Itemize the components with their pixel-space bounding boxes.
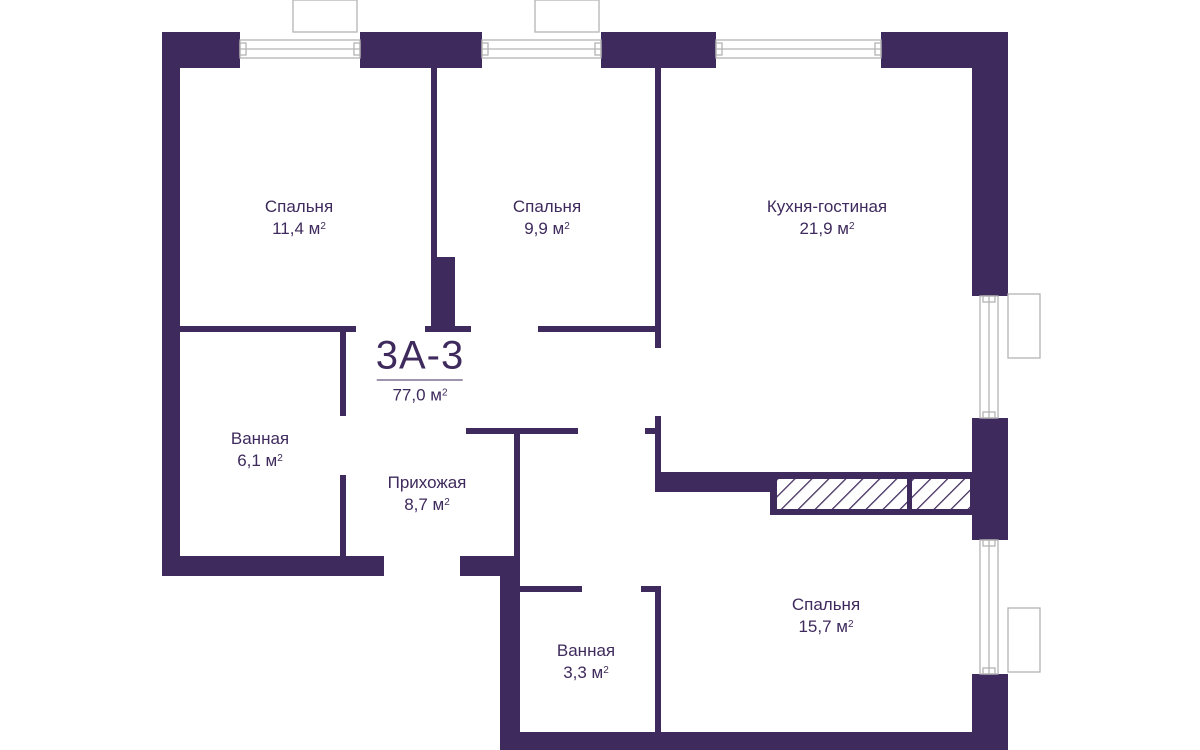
ventilation-shafts: [777, 479, 970, 509]
exterior-walls: [162, 32, 1008, 750]
room-name: Кухня-гостиная: [766, 197, 888, 216]
room-area: 11,4 м2: [272, 219, 326, 238]
wall-bed2-pillar: [437, 257, 455, 331]
wall-bottom-left: [162, 556, 384, 576]
room-area: 21,9 м2: [799, 219, 855, 238]
wall-bed2-stub: [425, 326, 471, 332]
room-area: 3,3 м2: [563, 663, 609, 682]
wall-bath2-right: [655, 586, 661, 732]
wall-bed2-kitchen: [655, 68, 661, 348]
room-label-bedroom-1: Спальня 11,4 м2: [265, 196, 333, 240]
wall-kitchen-lower: [655, 436, 661, 492]
wall-bath2-corner: [641, 586, 661, 592]
wall-top-mid-2: [601, 32, 716, 68]
wall-top-mid-1: [360, 32, 482, 68]
window-top-3: [715, 39, 882, 59]
room-name: Ванная: [556, 641, 616, 660]
shaft-right: [912, 479, 970, 509]
wall-bed2-bottom: [538, 326, 658, 332]
window-top-2: [481, 0, 602, 59]
room-area: 9,9 м2: [524, 219, 570, 238]
wall-bed1-bottom: [180, 326, 356, 332]
wall-corridor-vert: [514, 434, 520, 558]
wall-kitchen-stub: [655, 416, 661, 436]
room-area: 8,7 м2: [404, 495, 450, 514]
wall-corridor-mark: [645, 428, 661, 434]
room-name: Спальня: [791, 595, 861, 614]
wall-bottom: [500, 732, 1008, 750]
room-label-hallway: Прихожая 8,7 м2: [388, 472, 467, 516]
apartment-divider: [377, 379, 463, 381]
room-label-bedroom-2: Спальня 9,9 м2: [513, 196, 581, 240]
room-area: 15,7 м2: [798, 617, 854, 636]
apartment-area: 77,0 м2: [376, 385, 465, 407]
apartment-area-unit: 2: [441, 387, 448, 399]
windows: [239, 0, 1041, 675]
apartment-label: 3А-3 77,0 м2: [376, 334, 465, 407]
apartment-code: 3А-3: [375, 333, 465, 378]
wall-right-middle: [972, 418, 1008, 540]
apartment-area-value: 77,0 м: [392, 385, 442, 405]
room-label-bathroom-2: Ванная 3,3 м2: [557, 640, 615, 684]
window-right-1: [979, 293, 1041, 419]
window-right-2: [979, 539, 1041, 675]
wall-bed1-bed2: [431, 68, 437, 331]
wall-bed1-bath-corner: [340, 326, 346, 416]
wall-bath2-top: [520, 586, 582, 592]
wall-right-upper: [972, 32, 1008, 296]
wall-corridor-top: [466, 428, 578, 434]
room-name: Спальня: [512, 197, 582, 216]
window-top-1: [239, 0, 361, 59]
wall-left: [162, 32, 180, 576]
wall-bath1-right-lower: [340, 475, 346, 556]
shaft-left: [777, 479, 907, 509]
room-label-kitchen-living: Кухня-гостиная 21,9 м2: [767, 196, 887, 240]
room-label-bedroom-3: Спальня 15,7 м2: [792, 594, 860, 638]
room-label-bathroom-1: Ванная 6,1 м2: [231, 428, 289, 472]
room-name: Ванная: [230, 429, 290, 448]
room-name: Спальня: [264, 197, 334, 216]
room-name: Прихожая: [387, 473, 467, 492]
room-area: 6,1 м2: [237, 451, 283, 470]
wall-left-lower-block: [500, 556, 520, 750]
